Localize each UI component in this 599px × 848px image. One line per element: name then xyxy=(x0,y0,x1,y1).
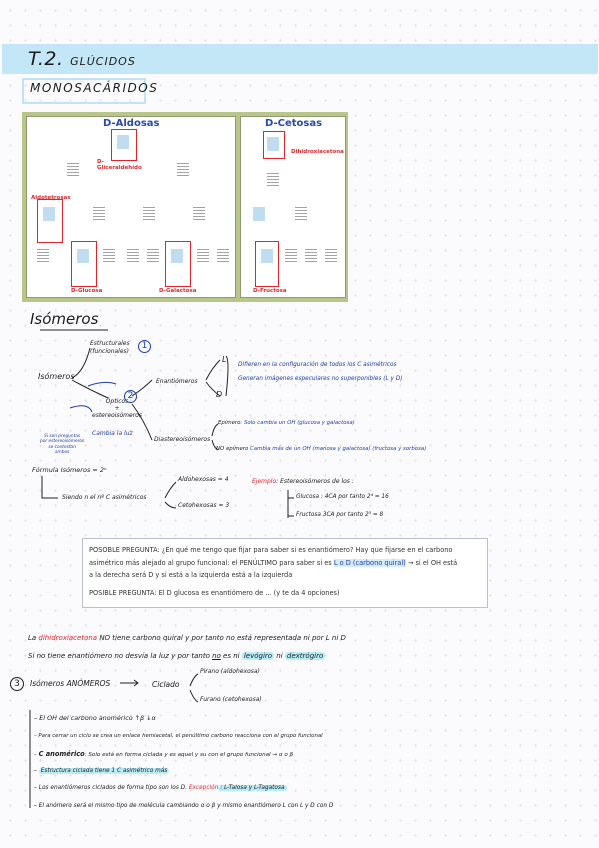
galactosa-box xyxy=(165,241,191,287)
cetosas-pane: D-Cetosas Dihidroxiacetona D-Fructosa xyxy=(240,116,346,298)
title-band xyxy=(2,44,598,74)
molecule xyxy=(67,163,79,177)
siendo-text: Siendo n el nº C asimétricos xyxy=(62,494,147,501)
molecule xyxy=(267,173,279,187)
molecule xyxy=(325,249,337,263)
title-main: T.2. xyxy=(28,48,64,70)
glucosa-example: Glucosa : 4CA por tanto 2⁴ = 16 xyxy=(296,494,389,500)
enantiomeros-desc-2: Generan imágenes especulares no superpon… xyxy=(238,376,403,382)
gliceraldehido-label: D- Gliceraldehído xyxy=(97,159,142,171)
fructosa-example: Fructosa 3CA por tanto 2³ = 8 xyxy=(296,512,384,518)
aldosas-pane: D-Aldosas D- Gliceraldehído Aldotetrosas… xyxy=(26,116,236,298)
enantiomeros-label: Enantiómeros xyxy=(156,378,198,385)
section-monosacaridos: MONOSACÁRIDOS xyxy=(30,81,159,95)
estructurales-label: Estructurales (funcionales) xyxy=(90,340,130,355)
diastereoisomeros-label: Diastereoisómeros xyxy=(154,436,211,443)
molecule xyxy=(127,249,139,263)
glucosa-label: D-Glucosa xyxy=(71,288,103,294)
dihidro-line-1: La dihidroxiacetona NO tiene carbono qui… xyxy=(28,634,346,642)
molecule xyxy=(37,249,49,263)
D-label: D xyxy=(216,390,223,399)
L-label: L xyxy=(222,355,227,364)
molecule xyxy=(217,249,229,263)
anomeros-label: Isómeros ANÓMEROS xyxy=(30,679,111,688)
anomeros-bullet-6: – El anómero será el mismo tipo de moléc… xyxy=(34,803,334,809)
molecule xyxy=(143,207,155,221)
side-note: Si son preguntas por estereoisómeros se … xyxy=(40,434,85,456)
molecule xyxy=(177,163,189,177)
anomeros-bullet-3: – C anomérico: Solo está en forma ciclad… xyxy=(34,750,294,758)
furano-label: Furano (cetohexosa) xyxy=(200,696,262,703)
anomeros-bullet-4: – Estructura ciclada tiene 1 C asimétric… xyxy=(34,768,170,774)
aldosas-title: D-Aldosas xyxy=(103,118,160,129)
aldotetrosas-label: Aldotetrosas xyxy=(31,195,71,201)
epimero-line: Epímero: Solo cambia un OH (glucosa y ga… xyxy=(218,420,355,426)
molecule xyxy=(285,249,297,263)
molecule xyxy=(93,207,105,221)
glucosa-box xyxy=(71,241,97,287)
isomeros-heading: Isómeros xyxy=(30,310,99,328)
enantiomeros-desc-1: Difieren en la configuración de todos lo… xyxy=(238,362,397,368)
page-title: T.2. GLÚCIDOS xyxy=(28,48,136,70)
aldotetrosa-box xyxy=(37,199,63,243)
question-line-2: asimétrico más alejado al grupo funciona… xyxy=(89,559,458,567)
molecule xyxy=(43,207,55,221)
fructosa-box xyxy=(255,241,279,287)
anomeros-bullet-1: – El OH del carbono anomérico ↑β ↓α xyxy=(34,714,156,722)
formula-isomeros: Fórmula Isómeros = 2ⁿ xyxy=(32,466,107,474)
molecule xyxy=(193,207,205,221)
no-epimero-line: NO epímero Cambia más de un OH (manosa y… xyxy=(216,446,427,452)
molecule xyxy=(171,249,183,263)
dihidro-line-2: Si no tiene enantiómero no desvía la luz… xyxy=(28,652,326,660)
number-2: 2 xyxy=(124,390,137,403)
molecule xyxy=(261,249,273,263)
fructosa-label: D-Fructosa xyxy=(253,288,287,294)
gliceraldehido-box xyxy=(111,129,137,161)
question-box: POSOBLE PREGUNTA: ¿En qué me tengo que f… xyxy=(82,538,488,608)
cetohexosas-text: Cetohexosas = 3 xyxy=(178,502,230,509)
ciclado-label: Ciclado xyxy=(152,680,180,689)
tree-root: Isómeros xyxy=(38,372,75,381)
number-1: 1 xyxy=(138,340,151,353)
question-line-1: POSOBLE PREGUNTA: ¿En qué me tengo que f… xyxy=(89,546,453,554)
molecule xyxy=(197,249,209,263)
cambia-luz-label: Cambia la luz xyxy=(92,430,133,437)
molecule xyxy=(103,249,115,263)
title-sub: GLÚCIDOS xyxy=(70,55,136,68)
number-3: 3 xyxy=(10,677,24,691)
aldohexosas-text: Aldohexosas = 4 xyxy=(178,476,229,483)
dihidroxiacetona-label: Dihidroxiacetona xyxy=(291,149,344,155)
dihidroxiacetona-box xyxy=(263,131,285,159)
molecule xyxy=(253,207,265,221)
molecule xyxy=(117,135,129,149)
cetosas-title: D-Cetosas xyxy=(265,118,323,129)
molecule xyxy=(77,249,89,263)
molecule xyxy=(267,137,279,151)
monosaccharide-figure: D-Aldosas D- Gliceraldehído Aldotetrosas… xyxy=(22,112,348,302)
anomeros-bullet-2: – Para cerrar un ciclo se crea un enlace… xyxy=(34,733,323,739)
question-line-4: POSIBLE PREGUNTA: El D glucosa es enanti… xyxy=(89,589,340,597)
molecule xyxy=(147,249,159,263)
molecule xyxy=(305,249,317,263)
section-box xyxy=(22,78,146,104)
anomeros-bullet-5: – Los enantiómeros ciclados de forma tip… xyxy=(34,785,287,791)
question-line-3: a la derecha será D y si está a la izqui… xyxy=(89,571,293,579)
ejemplo-line: Ejemplo: Estereoisómeros de los : xyxy=(252,478,354,485)
molecule xyxy=(295,207,307,221)
galactosa-label: D-Galactosa xyxy=(159,288,197,294)
opticos-label: Ópticos + estereoisómeros xyxy=(92,398,142,419)
pirano-label: Pirano (aldohexosa) xyxy=(200,668,260,675)
